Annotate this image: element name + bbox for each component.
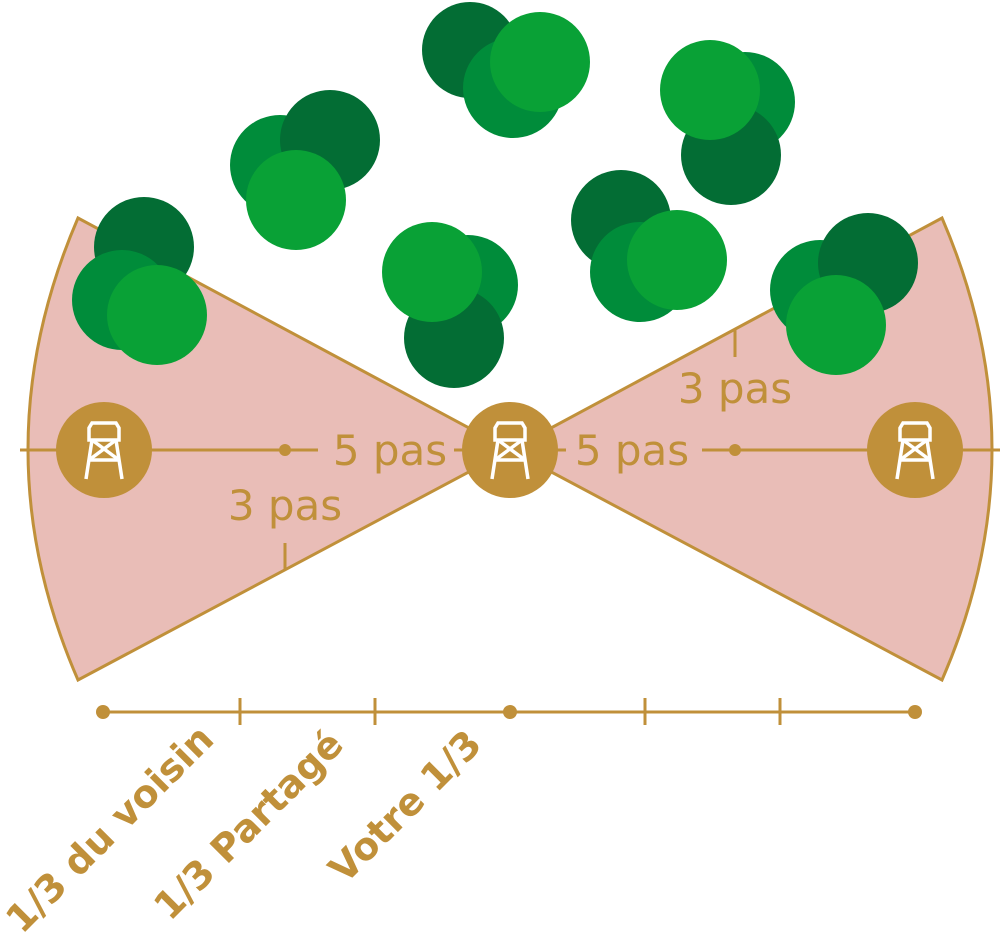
- tree-cluster: [382, 222, 518, 388]
- left-measure-dot: [279, 444, 291, 456]
- tree-cluster: [660, 40, 795, 205]
- scale-dot: [908, 705, 922, 719]
- watchtower-icon: [54, 400, 154, 500]
- watchtower-icon: [865, 400, 965, 500]
- tree-cluster: [571, 170, 727, 322]
- right-measure-dot: [729, 444, 741, 456]
- tree-cluster: [230, 90, 380, 250]
- tree-cluster: [72, 197, 207, 365]
- tree-cluster: [770, 213, 918, 375]
- right-distance-3: 3 pas: [678, 364, 792, 413]
- trees: [72, 2, 918, 388]
- scale-dot: [96, 705, 110, 719]
- left-distance-3: 3 pas: [228, 481, 342, 530]
- watchtower-icon: [460, 400, 560, 500]
- right-distance-5: 5 pas: [575, 426, 689, 475]
- left-distance-5: 5 pas: [333, 426, 447, 475]
- scale-dot: [503, 705, 517, 719]
- tree-cluster: [422, 2, 590, 138]
